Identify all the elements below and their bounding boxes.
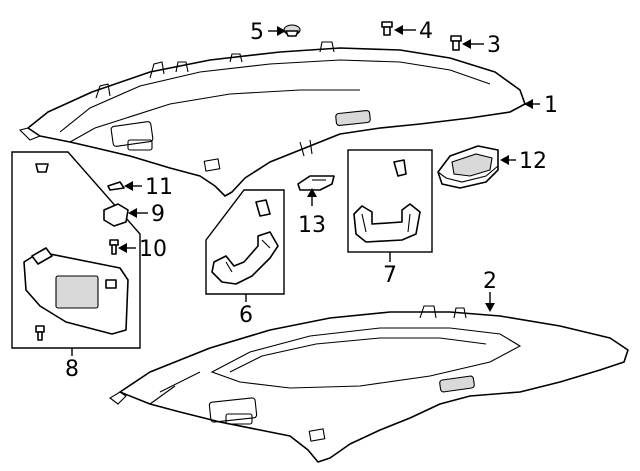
grab-handle-7-group (347, 149, 433, 253)
screw-10-icon (109, 239, 119, 255)
dome-lamp-12-icon (437, 145, 499, 189)
headliner-lower (109, 305, 629, 463)
callout-1: 1 (544, 93, 558, 118)
callout-7: 7 (383, 263, 397, 288)
bolt-3-icon (450, 35, 462, 51)
grab-handle-6-group (205, 189, 285, 295)
callout-12: 12 (519, 149, 547, 174)
callout-9: 9 (151, 202, 165, 227)
callout-11: 11 (145, 175, 173, 200)
callout-10: 10 (139, 237, 167, 262)
bracket-9-icon (103, 203, 129, 227)
lens-13-icon (297, 175, 335, 191)
callout-8: 8 (65, 357, 79, 382)
clip-5-icon (283, 24, 301, 37)
callout-13: 13 (298, 213, 326, 238)
callout-3: 3 (487, 33, 501, 58)
callout-5: 5 (250, 20, 264, 45)
callout-6: 6 (239, 303, 253, 328)
headliner-upper (18, 41, 526, 197)
callout-2: 2 (483, 269, 497, 294)
sun-visor-group (11, 151, 141, 349)
clip-11-icon (107, 181, 125, 191)
bolt-4-icon (381, 21, 393, 36)
callout-4: 4 (419, 19, 433, 44)
leader-lines (71, 25, 540, 356)
